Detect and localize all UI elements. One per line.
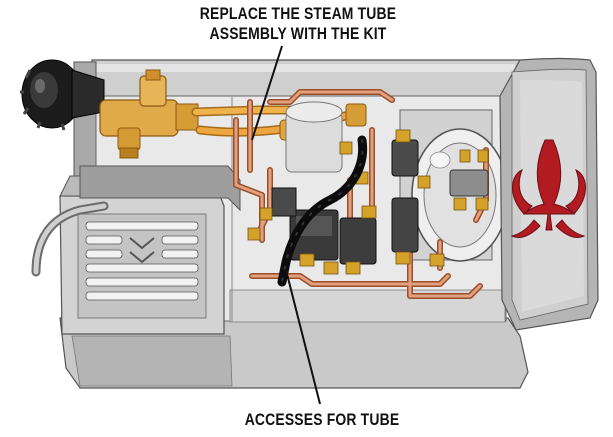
steam-knob	[20, 59, 105, 131]
callout-accesses-for-tube: ACCESSES FOR TUBE	[240, 410, 404, 430]
fleur-de-lis-emblem	[510, 139, 586, 239]
right-side-panel	[499, 57, 599, 331]
leader-lines	[251, 45, 321, 405]
steam-wand	[31, 201, 109, 277]
callout-top-line-1: REPLACE THE STEAM TUBE	[199, 4, 397, 23]
leader-line-top	[251, 45, 283, 141]
vent-louvres	[85, 221, 199, 301]
callout-replace-steam-tube: REPLACE THE STEAM TUBE ASSEMBLY WITH THE…	[200, 4, 397, 44]
callout-top-line-2: ASSEMBLY WITH THE KIT	[209, 24, 387, 43]
callout-bottom-label: ACCESSES FOR TUBE	[244, 410, 400, 429]
left-side-panel	[59, 165, 241, 335]
leader-line-bottom	[285, 269, 321, 405]
group-cylinder	[285, 101, 343, 173]
black-flex-tube	[277, 135, 368, 287]
